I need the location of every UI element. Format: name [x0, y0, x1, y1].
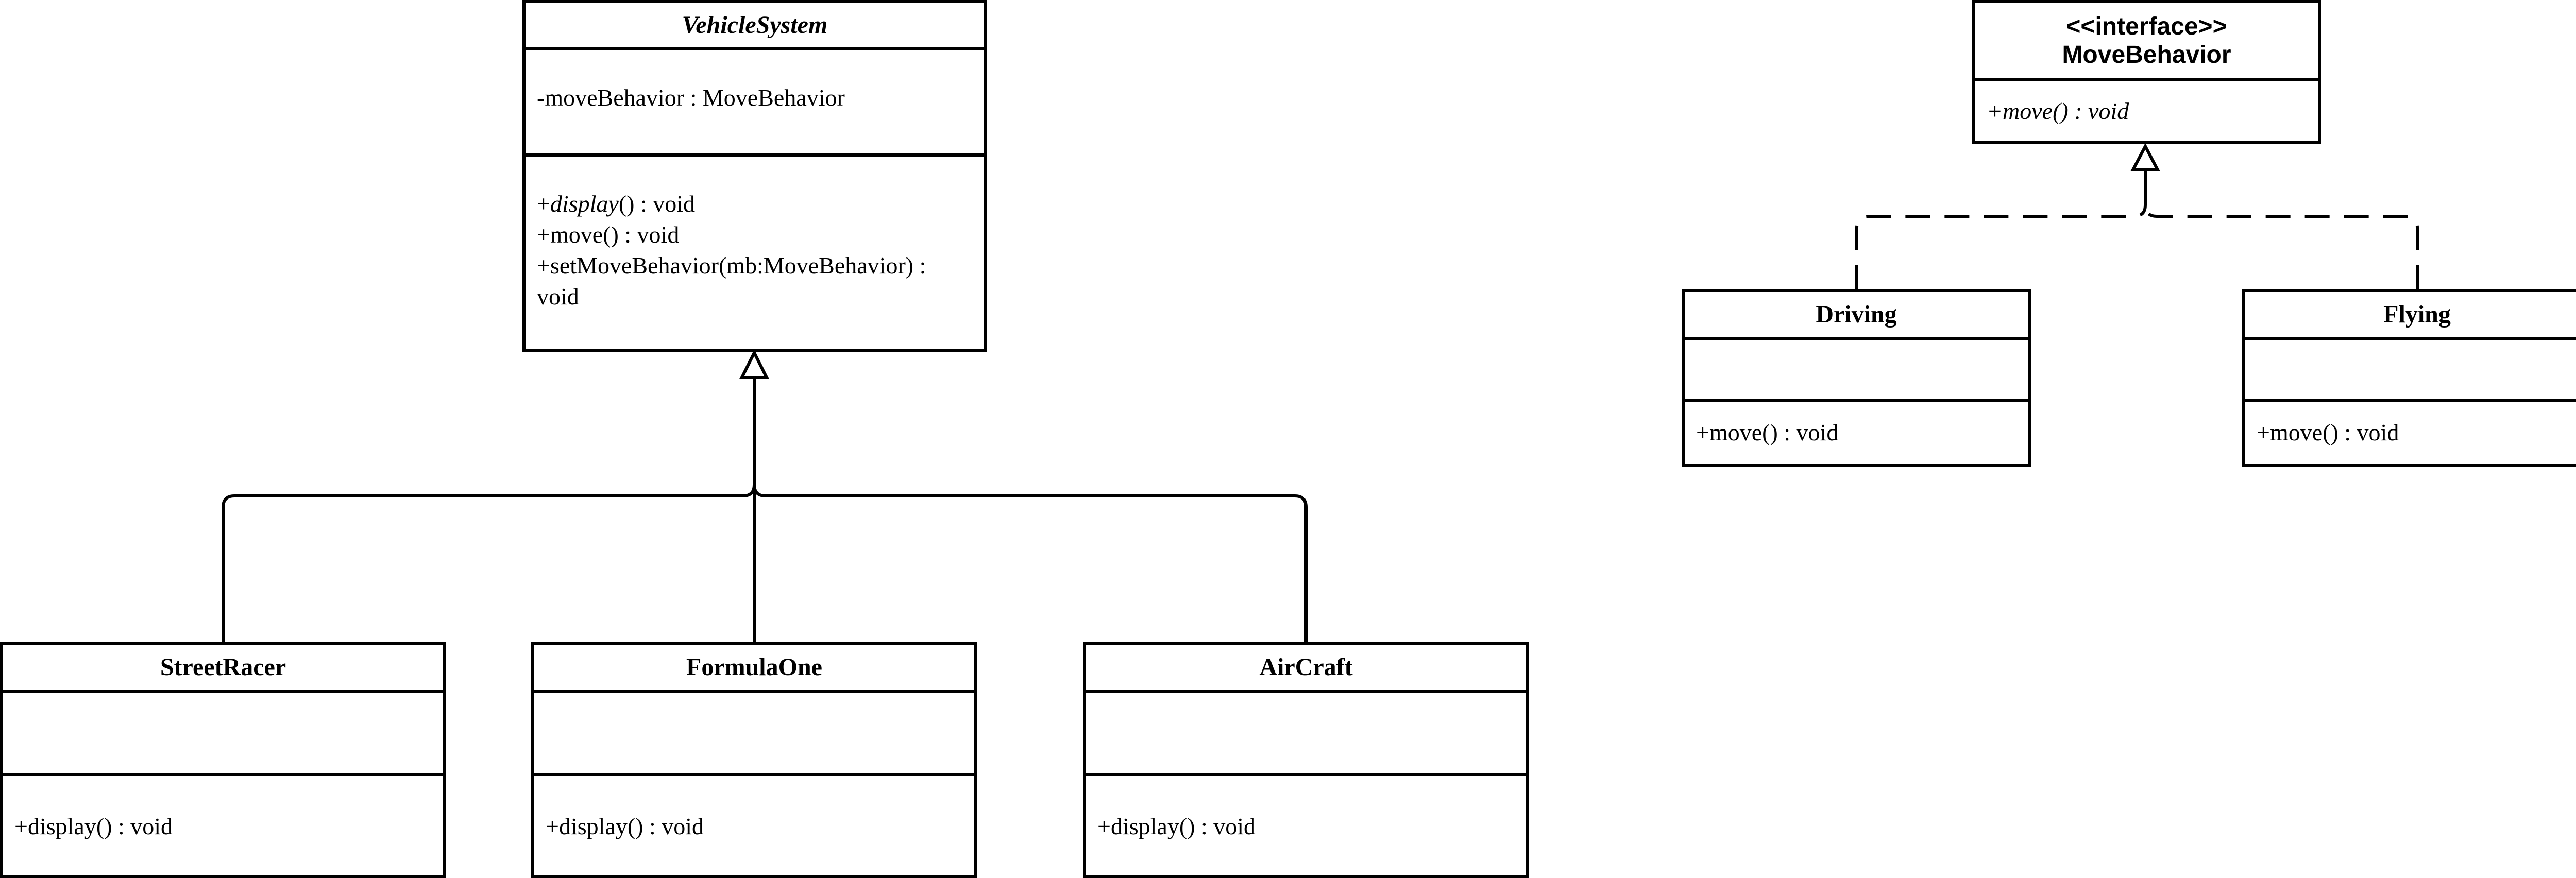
method-set-move-behavior: +setMoveBehavior(mb:MoveBehavior) : void	[537, 252, 926, 309]
edge-streetracer-to-vehiclesystem	[222, 377, 756, 642]
class-name: FormulaOne	[686, 653, 822, 681]
methods-section: +display() : void	[1086, 776, 1526, 842]
method-visibility: +	[537, 191, 550, 217]
class-formulaone[interactable]: FormulaOne +display() : void	[531, 642, 977, 878]
class-title: FormulaOne	[534, 645, 974, 693]
method-move: +move() : void	[1696, 419, 1839, 445]
method-move-abstract: +move() : void	[1987, 98, 2129, 124]
attributes-section	[1685, 340, 2028, 402]
attributes-section	[1086, 693, 1526, 776]
class-title: Driving	[1685, 292, 2028, 340]
attribute-move-behavior: -moveBehavior : MoveBehavior	[537, 84, 845, 111]
methods-section: +move() : void	[1975, 81, 2318, 127]
method-display: +display() : void	[537, 188, 973, 219]
interface-movebehavior[interactable]: <<interface>> MoveBehavior +move() : voi…	[1972, 0, 2321, 144]
generalization-connectors	[222, 377, 1308, 642]
class-name: AirCraft	[1259, 653, 1353, 681]
stereotype-label: <<interface>>	[2066, 12, 2227, 40]
generalization-arrowhead	[739, 349, 769, 379]
methods-section: +move() : void	[2245, 402, 2576, 448]
method-move: +move() : void	[2257, 419, 2399, 445]
class-vehiclesystem[interactable]: VehicleSystem -moveBehavior : MoveBehavi…	[522, 0, 987, 352]
interface-name: MoveBehavior	[2062, 41, 2231, 68]
method-display: +display() : void	[546, 813, 704, 839]
method-signature: () : void	[618, 191, 696, 217]
realization-connectors	[1855, 170, 2419, 289]
edge-driving-to-movebehavior	[1855, 170, 2147, 289]
attributes-section: -moveBehavior : MoveBehavior	[526, 50, 984, 157]
class-name: Flying	[2383, 301, 2451, 329]
class-name: Driving	[1816, 301, 1897, 329]
class-name: VehicleSystem	[682, 11, 828, 39]
edge-flying-to-movebehavior	[2144, 170, 2419, 289]
class-name: StreetRacer	[160, 653, 286, 681]
class-title: Flying	[2245, 292, 2576, 340]
class-title: StreetRacer	[3, 645, 443, 693]
edge-aircraft-to-vehiclesystem	[753, 377, 1308, 642]
methods-section: +display() : void +move() : void +setMov…	[526, 157, 984, 312]
method-move: +move() : void	[537, 221, 680, 248]
class-flying[interactable]: Flying +move() : void	[2242, 289, 2576, 467]
class-title: AirCraft	[1086, 645, 1526, 693]
method-display: +display() : void	[14, 813, 173, 839]
method-display: +display() : void	[1097, 813, 1256, 839]
method-name-abstract: display	[550, 191, 619, 217]
interface-title: <<interface>> MoveBehavior	[1975, 3, 2318, 81]
class-streetracer[interactable]: StreetRacer +display() : void	[0, 642, 446, 878]
class-title: VehicleSystem	[526, 3, 984, 50]
realization-arrowhead	[2130, 143, 2160, 171]
methods-section: +display() : void	[534, 776, 974, 842]
methods-section: +move() : void	[1685, 402, 2028, 448]
attributes-section	[3, 693, 443, 776]
class-aircraft[interactable]: AirCraft +display() : void	[1083, 642, 1529, 878]
class-driving[interactable]: Driving +move() : void	[1682, 289, 2031, 467]
attributes-section	[534, 693, 974, 776]
attributes-section	[2245, 340, 2576, 402]
methods-section: +display() : void	[3, 776, 443, 842]
